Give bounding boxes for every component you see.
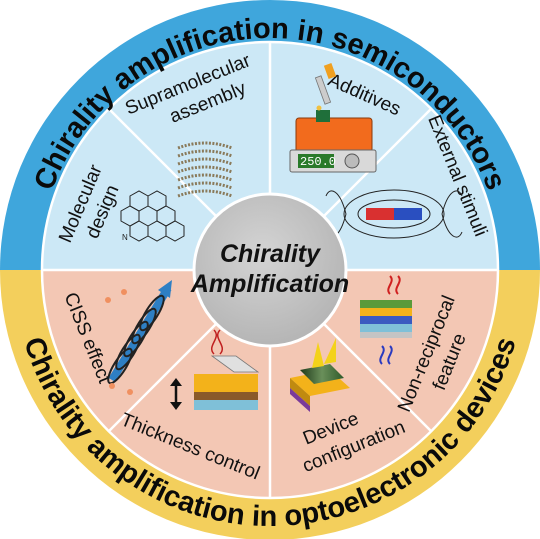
helicene-molecule-icon: N <box>120 190 185 242</box>
helix-spin-arrow-icon <box>105 280 172 395</box>
layered-stack-circular-light-icon <box>360 275 412 365</box>
pipette-hotplate-icon: 250.0 <box>289 63 377 173</box>
helical-fiber-assembly-icon <box>177 141 233 198</box>
light-emitting-device-icon <box>290 338 350 412</box>
svg-text:N: N <box>122 233 128 242</box>
center-circle <box>192 192 348 348</box>
center-title-line1: Chirality <box>220 240 321 268</box>
dna-film-stack-icon <box>170 329 260 410</box>
hotplate-screen-value: 250.0 <box>300 155 336 169</box>
inner-ring-outline <box>40 40 500 500</box>
center-title-line2: Amplification <box>190 270 349 298</box>
